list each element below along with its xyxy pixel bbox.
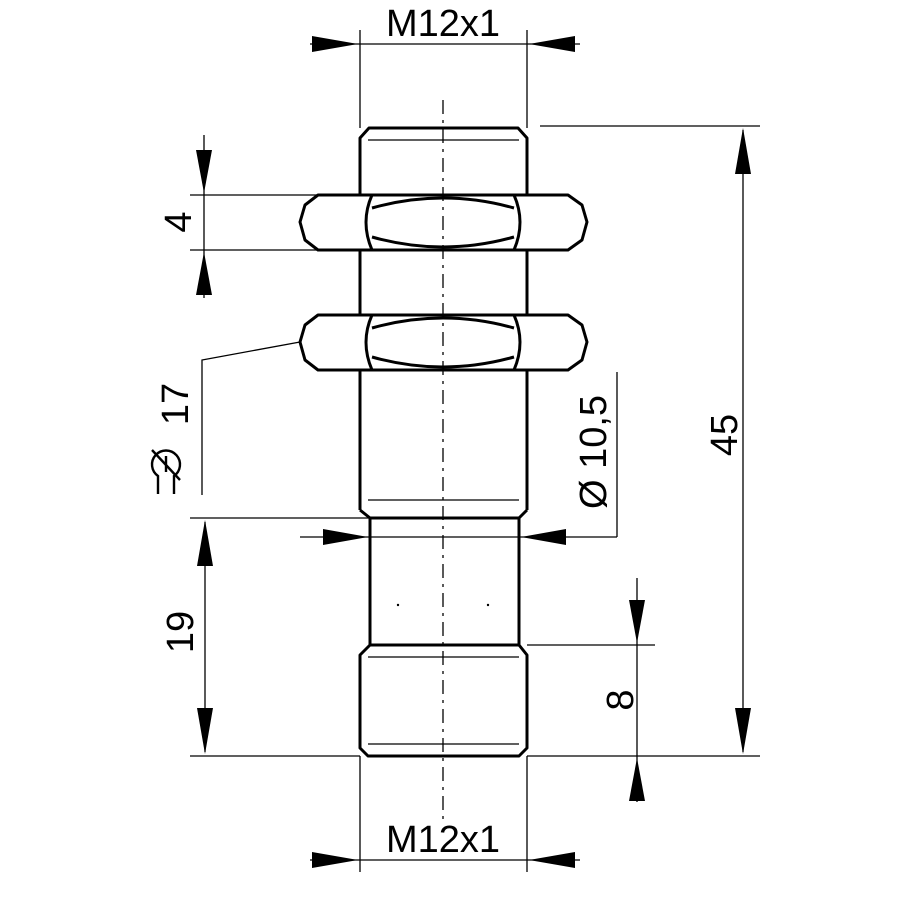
end-thread-length-label: 8 xyxy=(600,689,642,710)
lower-length-label: 19 xyxy=(160,611,202,653)
neck-diameter-label: Ø 10,5 xyxy=(573,395,615,509)
top-thread-label: M12x1 xyxy=(386,3,500,45)
overall-length-label: 45 xyxy=(704,414,746,456)
wrench-icon xyxy=(150,449,182,494)
wrench-size-label: 17 xyxy=(155,383,197,425)
end-thread-length-dimension: 8 xyxy=(527,578,655,802)
neck-diameter-dimension: Ø 10,5 xyxy=(300,372,618,545)
lower-length-dimension: 19 xyxy=(160,517,370,757)
bottom-thread-label: M12x1 xyxy=(386,819,500,861)
top-thread-dimension: M12x1 xyxy=(310,3,580,128)
nut-thickness-label: 4 xyxy=(158,211,200,232)
nut-thickness-dimension: 4 xyxy=(158,135,372,298)
bottom-thread-dimension: M12x1 xyxy=(310,756,580,872)
wrench-size-dimension: 17 xyxy=(150,341,301,495)
overall-length-dimension: 45 xyxy=(527,125,760,757)
thread-dots xyxy=(396,603,490,607)
lower-threaded-end xyxy=(358,643,529,758)
